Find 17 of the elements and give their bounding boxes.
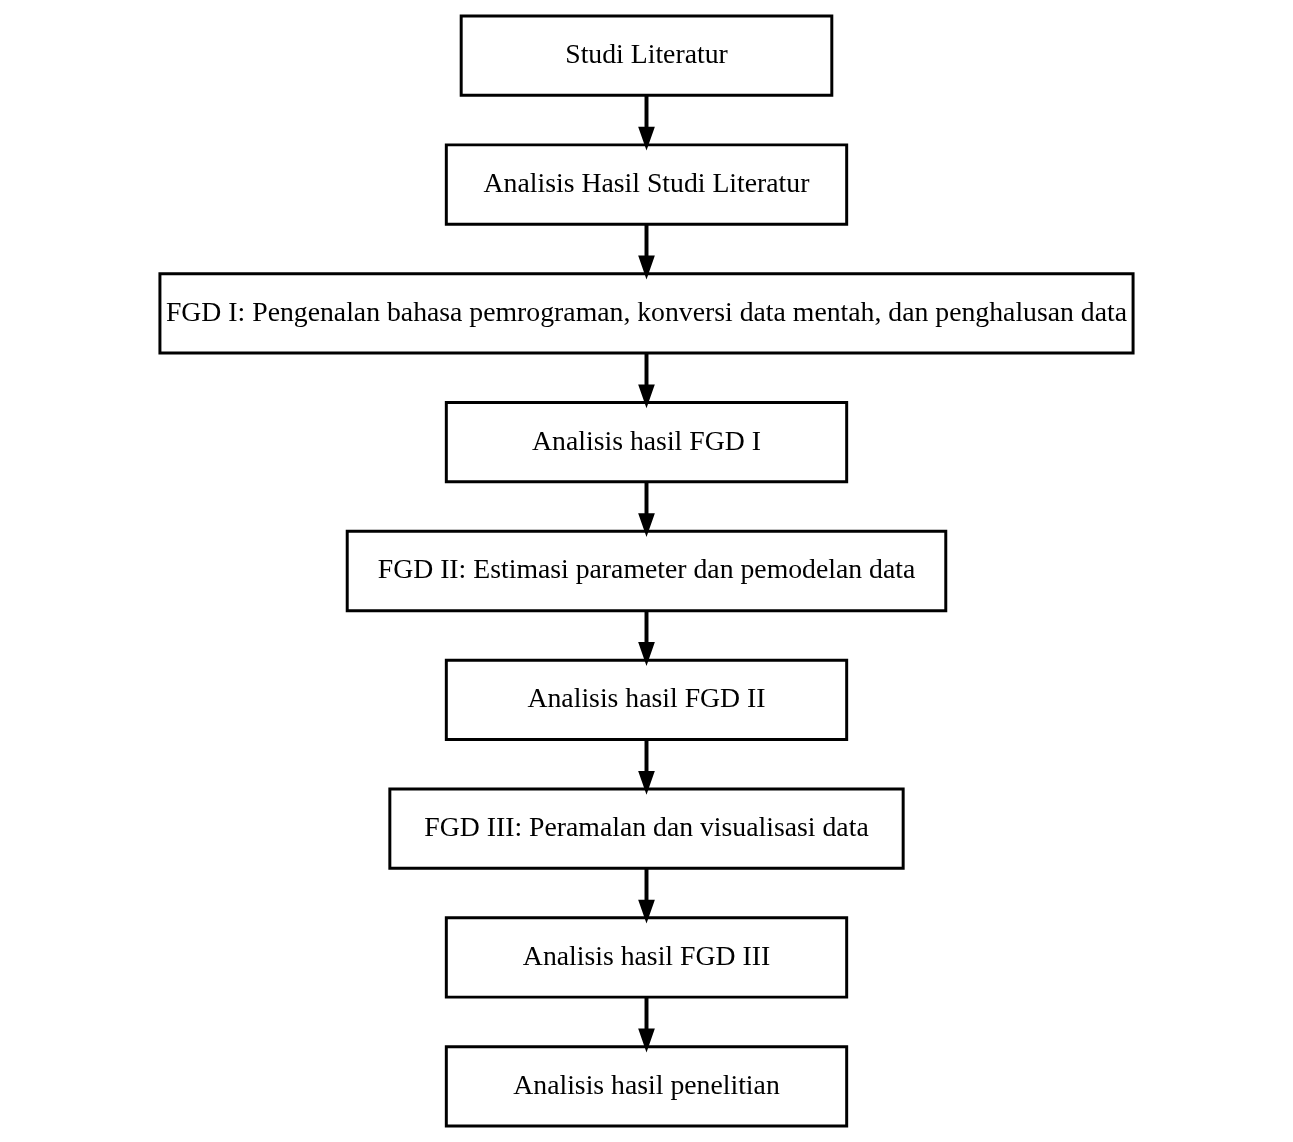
- arrow: [638, 95, 655, 151]
- node-box: Analisis hasil FGD I: [444, 401, 849, 484]
- node-box: FGD III: Peramalan dan visualisasi data: [388, 787, 905, 870]
- arrow: [638, 997, 655, 1053]
- node-box: Analisis Hasil Studi Literatur: [444, 143, 849, 226]
- arrow: [638, 611, 655, 666]
- arrow: [638, 224, 655, 280]
- node-box: Analisis hasil FGD III: [444, 916, 849, 999]
- node-box: Analisis hasil FGD II: [444, 658, 849, 741]
- arrow: [638, 868, 655, 924]
- node-box: Studi Literatur: [459, 14, 834, 97]
- node-box: FGD II: Estimasi parameter dan pemodelan data: [345, 529, 948, 613]
- node-box: FGD I: Pengenalan bahasa pemrograman, konversi data mentah, dan penghalusan data: [158, 272, 1135, 355]
- arrow: [638, 739, 655, 795]
- arrow: [638, 353, 655, 409]
- node-box: Analisis hasil penelitian: [444, 1045, 849, 1128]
- arrow: [638, 482, 655, 538]
